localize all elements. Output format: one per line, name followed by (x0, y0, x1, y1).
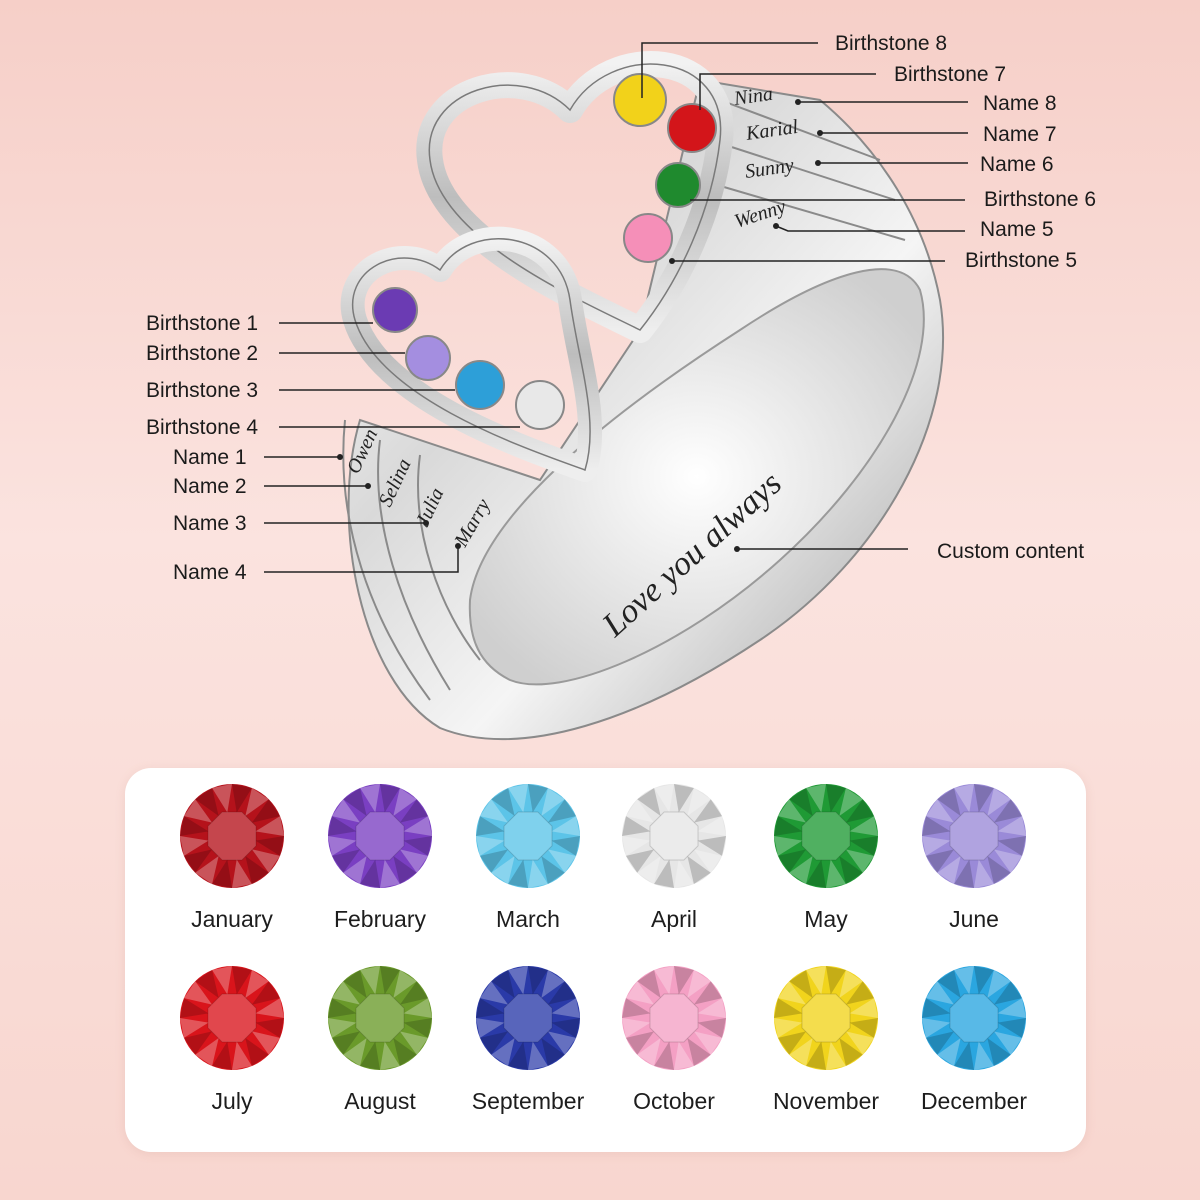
birthstone-june: June (899, 782, 1049, 933)
birthstone-december: December (899, 964, 1049, 1115)
label-birthstone-3: Birthstone 3 (146, 379, 259, 402)
birthstone-august: August (305, 964, 455, 1115)
label-name-1: Name 1 (173, 446, 247, 469)
birthstone-april: April (599, 782, 749, 933)
ring-birthstone-4 (515, 380, 565, 430)
birthstone-november: November (751, 964, 901, 1115)
month-label: April (650, 906, 697, 932)
gem-icon (922, 966, 1026, 1070)
gem-icon (476, 784, 580, 888)
month-label: January (191, 906, 273, 932)
ring-birthstone-6 (655, 162, 701, 208)
label-name-6: Name 6 (980, 153, 1054, 176)
gem-icon (774, 966, 878, 1070)
birthstone-march: March (453, 782, 603, 933)
label-name-7: Name 7 (983, 123, 1057, 146)
gem-icon (328, 784, 432, 888)
month-label: November (772, 1088, 880, 1114)
gem-icon (774, 784, 878, 888)
label-birthstone-6: Birthstone 6 (984, 188, 1097, 211)
month-label: December (920, 1088, 1028, 1114)
label-birthstone-2: Birthstone 2 (146, 342, 259, 365)
label-birthstone-5: Birthstone 5 (965, 249, 1078, 272)
month-label: August (344, 1088, 416, 1114)
ring-birthstone-8 (613, 73, 667, 127)
label-name-8: Name 8 (983, 92, 1057, 115)
month-label: October (633, 1088, 715, 1114)
label-custom-content: Custom content (937, 540, 1085, 563)
birthstone-september: September (453, 964, 603, 1115)
ring-birthstone-7 (667, 103, 717, 153)
month-label: February (333, 906, 427, 932)
month-label: September (471, 1088, 585, 1114)
birthstone-october: October (599, 964, 749, 1115)
month-label: July (211, 1088, 253, 1114)
label-birthstone-8: Birthstone 8 (835, 32, 948, 55)
ring-inner (468, 268, 925, 686)
gem-icon (328, 966, 432, 1070)
ring-birthstone-1 (372, 287, 418, 333)
gem-icon (922, 784, 1026, 888)
label-birthstone-4: Birthstone 4 (146, 416, 259, 439)
ring-birthstone-2 (405, 335, 451, 381)
leader-lines (264, 42, 968, 573)
month-label: May (804, 906, 848, 932)
gem-icon (622, 784, 726, 888)
birthstone-july: July (157, 964, 307, 1115)
ring-birthstone-3 (455, 360, 505, 410)
label-name-3: Name 3 (173, 512, 247, 535)
gem-icon (180, 784, 284, 888)
gem-icon (476, 966, 580, 1070)
month-label: June (949, 906, 999, 932)
gem-icon (180, 966, 284, 1070)
label-name-5: Name 5 (980, 218, 1054, 241)
birthstone-may: May (751, 782, 901, 933)
birthstone-february: February (305, 782, 455, 933)
month-label: March (496, 906, 560, 932)
label-birthstone-7: Birthstone 7 (894, 63, 1007, 86)
ring-birthstone-5 (623, 213, 673, 263)
label-name-2: Name 2 (173, 475, 247, 498)
gem-icon (622, 966, 726, 1070)
label-birthstone-1: Birthstone 1 (146, 312, 259, 335)
ring-illustration: Nina Karial Sunny Wenny Owen Selina Juli… (264, 42, 968, 740)
birthstone-january: January (157, 782, 307, 933)
engraved-name-8: Nina (732, 83, 775, 110)
label-name-4: Name 4 (173, 561, 247, 584)
